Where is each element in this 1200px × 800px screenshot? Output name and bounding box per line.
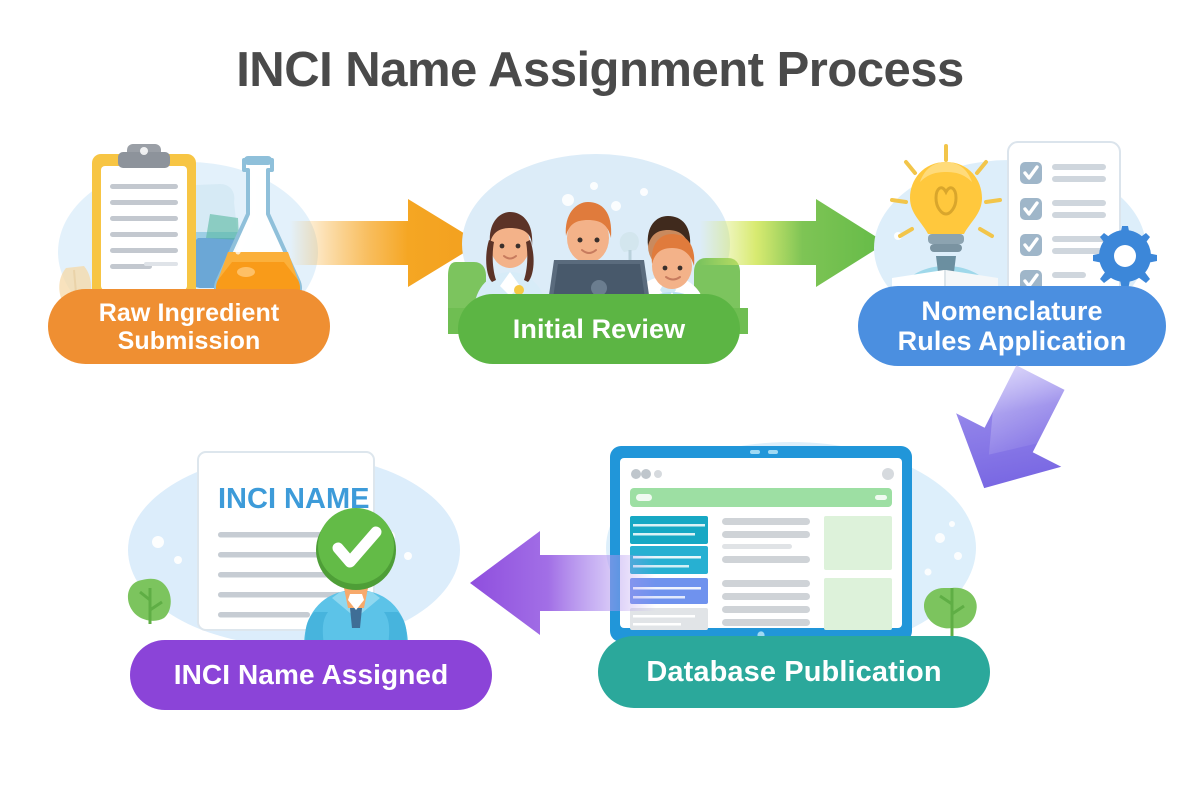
step-label-initial-review[interactable]: Initial Review xyxy=(458,294,740,364)
label-line-1: Raw Ingredient xyxy=(98,298,280,327)
certificate-check-person-icon: INCI NAME xyxy=(127,451,412,646)
step-database-publication[interactable]: Database Publication xyxy=(592,432,996,712)
label-line-1: Nomenclature xyxy=(921,295,1103,326)
connector-arrow-3 xyxy=(956,365,1065,489)
step-label-inci-name-assigned[interactable]: INCI Name Assigned xyxy=(130,640,492,710)
step-inci-name-assigned[interactable]: INCI NAME xyxy=(118,432,518,712)
label-text: Initial Review xyxy=(512,313,686,344)
step-label-database-publication[interactable]: Database Publication xyxy=(598,636,990,708)
step-initial-review[interactable]: Initial Review xyxy=(448,140,748,375)
clipboard-and-flask-icon xyxy=(59,144,302,317)
step-label-raw-ingredient-submission[interactable]: Raw Ingredient Submission xyxy=(48,289,330,364)
connector-arrow-4 xyxy=(470,531,656,635)
step-nomenclature-rules-application[interactable]: Nomenclature Rules Application xyxy=(858,140,1170,375)
label-text: INCI Name Assigned xyxy=(173,659,449,691)
connector-arrow-1 xyxy=(290,199,480,287)
connector-arrow-2 xyxy=(700,199,886,287)
step-raw-ingredient-submission[interactable]: Raw Ingredient Submission xyxy=(48,140,338,375)
label-line-2: Rules Application xyxy=(897,326,1127,356)
document-heading: INCI NAME xyxy=(218,483,369,515)
step-label-nomenclature-rules-application[interactable]: Nomenclature Rules Application xyxy=(858,286,1166,366)
page-title: INCI Name Assignment Process xyxy=(236,43,964,97)
label-text: Database Publication xyxy=(646,655,942,688)
label-line-2: Submission xyxy=(117,326,261,355)
tablet-webpage-icon xyxy=(610,446,977,642)
